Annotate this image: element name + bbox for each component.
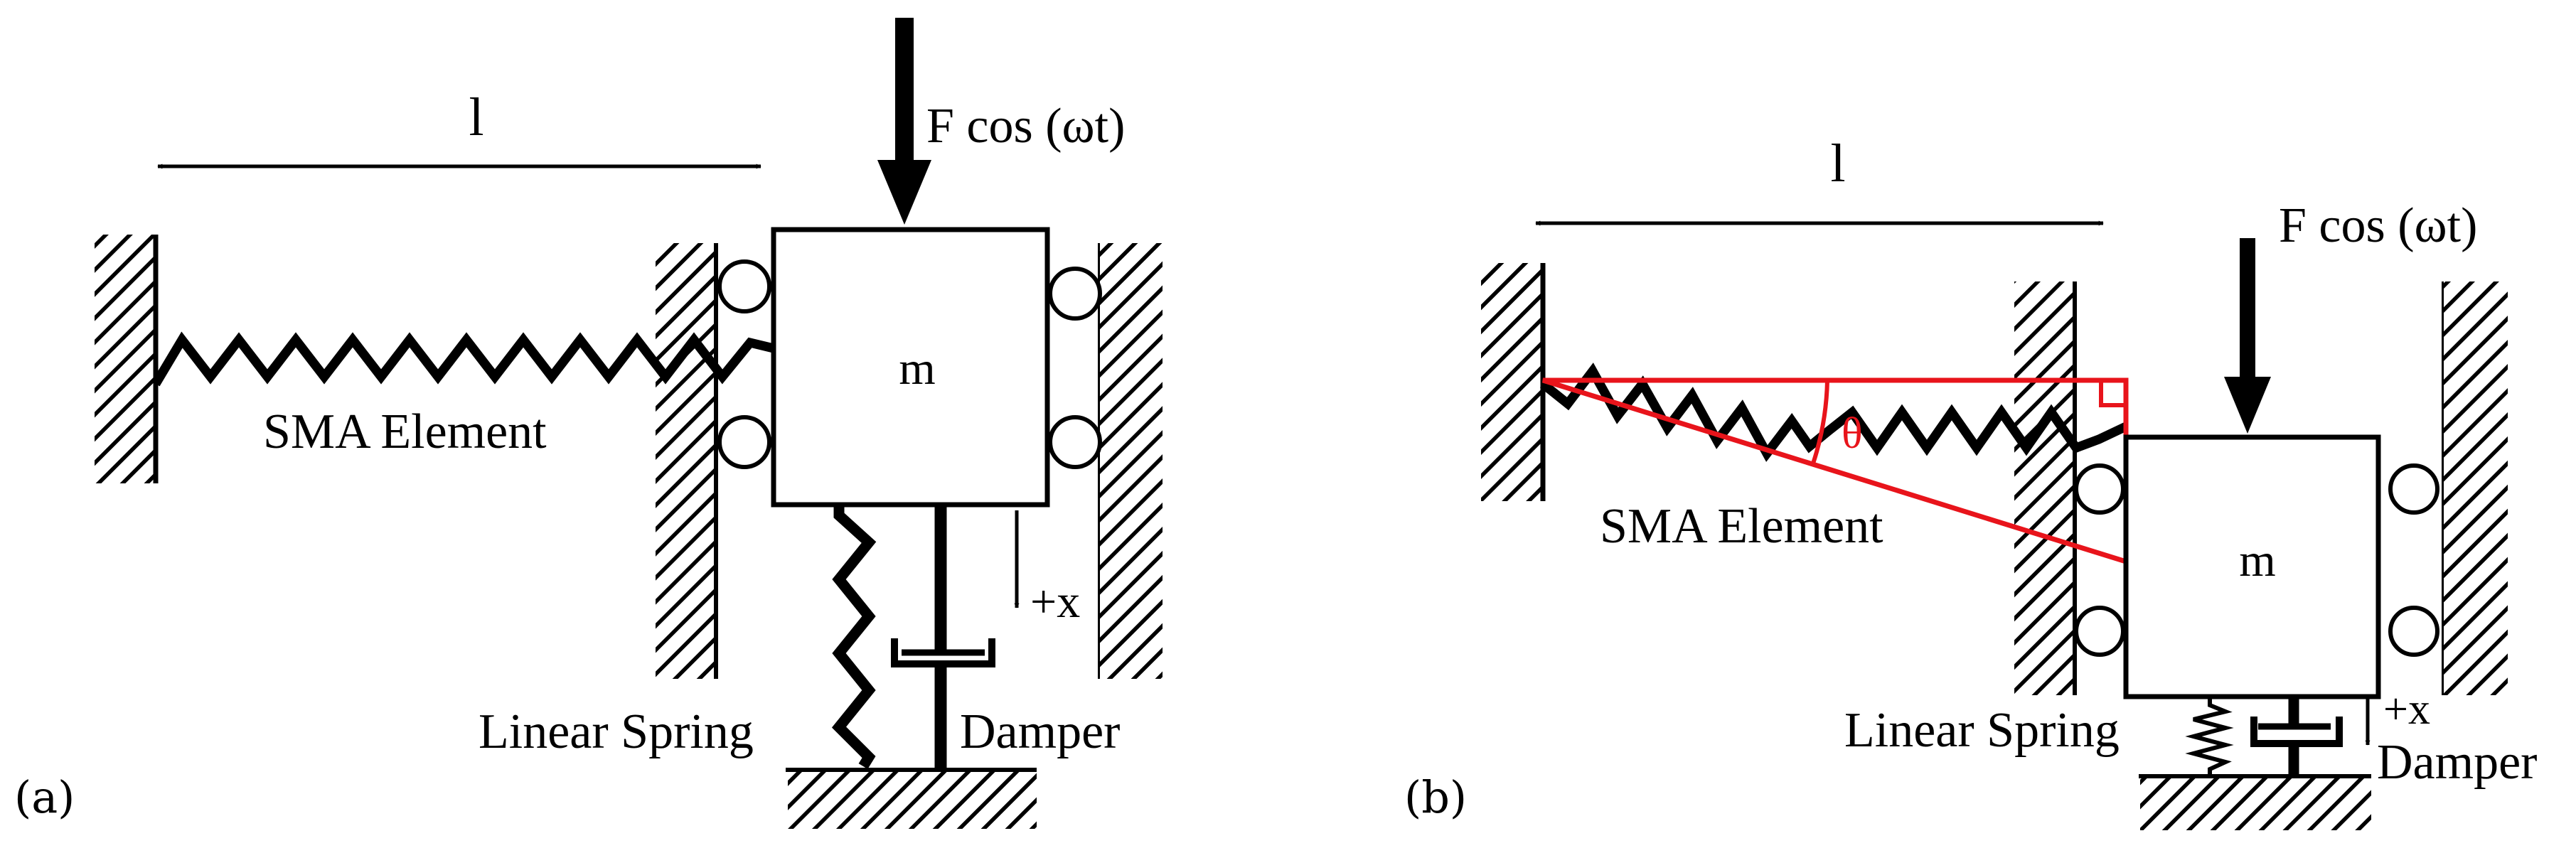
- length-label: l: [1830, 134, 1845, 193]
- panel-a-tag: (a): [14, 771, 75, 823]
- force-label: F cos (ωt): [926, 99, 1125, 154]
- displacement-label: +x: [2383, 685, 2430, 734]
- panel-b: θ m l F cos (ωt) +x SMA Elemen: [1404, 134, 2537, 830]
- angle-label: θ: [1842, 409, 1863, 458]
- guide-wall-left: [2014, 281, 2077, 695]
- panel-a: m l F cos (ωt) +x SMA Element Linear Spr…: [14, 18, 1163, 829]
- sma-element-label: SMA Element: [263, 404, 547, 459]
- roller: [2388, 606, 2439, 657]
- length-label: l: [469, 87, 483, 147]
- mass-block: [2123, 434, 2381, 699]
- linear-spring: [831, 505, 877, 769]
- force-label: F cos (ωt): [2279, 198, 2477, 253]
- displacement-label: +x: [1030, 576, 1080, 628]
- ground: [2139, 774, 2371, 830]
- roller: [2074, 463, 2125, 515]
- panel-b-tag: (b): [1404, 771, 1467, 823]
- damper-label: Damper: [2377, 735, 2537, 790]
- roller: [717, 415, 771, 469]
- left-wall: [95, 235, 159, 483]
- mass-label: m: [899, 343, 935, 395]
- roller: [1048, 267, 1102, 321]
- sma-element-label: SMA Element: [1600, 499, 1883, 554]
- ground: [786, 768, 1037, 829]
- force-arrow: [2224, 238, 2271, 434]
- mass-label: m: [2239, 535, 2275, 586]
- sma-element-spring: [1539, 363, 2128, 462]
- linear-spring-label: Linear Spring: [479, 704, 754, 759]
- roller: [1048, 415, 1102, 469]
- guide-wall-left: [656, 243, 718, 679]
- damper: [2250, 697, 2343, 775]
- linear-spring: [2185, 697, 2234, 775]
- linear-spring-label: Linear Spring: [1844, 703, 2120, 758]
- damper-label: Damper: [960, 704, 1120, 759]
- guide-wall-right: [2442, 281, 2508, 695]
- damper: [891, 505, 995, 768]
- guide-wall-right: [1098, 243, 1163, 679]
- sma-element-spring: [151, 331, 775, 387]
- left-wall: [1481, 263, 1546, 501]
- roller: [2074, 606, 2125, 657]
- roller: [2388, 463, 2439, 515]
- force-arrow: [877, 18, 931, 225]
- roller: [717, 259, 771, 313]
- mass-block: [771, 227, 1050, 508]
